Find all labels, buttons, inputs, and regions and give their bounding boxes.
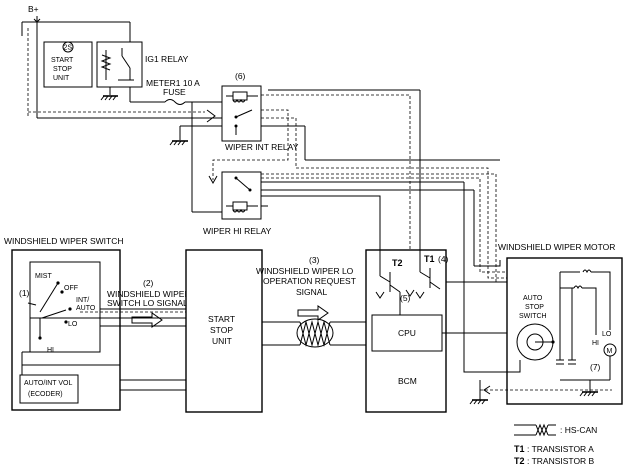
battery-supply: B+: [21, 4, 212, 119]
hi-relay-label: WIPER HI RELAY: [203, 226, 272, 236]
start-stop-top-line1: START: [51, 57, 74, 64]
motor-number: (7): [590, 362, 601, 372]
battery-label: B+: [28, 4, 39, 14]
ig1-relay-label: IG1 RELAY: [145, 54, 189, 64]
start-stop-badge: 2S: [64, 45, 73, 52]
legend-t1-key: T1: [514, 444, 525, 454]
start-stop-main-line1: START: [208, 314, 235, 324]
signal-3-line3: SIGNAL: [296, 287, 327, 297]
t2-label: T2: [392, 258, 403, 268]
signal-3-line2: OPERATION REQUEST: [263, 276, 356, 286]
bcm-label: BCM: [398, 376, 417, 386]
windshield-wiper-motor: WINDSHIELD WIPER MOTOR AUTO STOP SWITCH …: [498, 242, 623, 405]
auto-stop-line1: AUTO: [523, 295, 543, 302]
motor-hi-label: HI: [592, 340, 599, 347]
encoder-label-1: AUTO/INT VOL: [24, 380, 72, 387]
windshield-wiper-switch: WINDSHIELD WIPER SWITCH MIST (1) OFF INT…: [4, 236, 123, 411]
legend-t1-desc: : TRANSISTOR A: [527, 444, 594, 454]
mist-label: MIST: [35, 273, 52, 280]
lo-label: LO: [68, 321, 78, 328]
wiper-hi-relay: WIPER HI RELAY: [203, 171, 272, 236]
signal-2-line1: WINDSHIELD WIPER: [107, 289, 191, 299]
signal-2-number: (2): [143, 278, 154, 288]
auto-stop-line2: STOP: [525, 304, 544, 311]
bcm-module: T2 T1 (4) (5) CPU BCM: [365, 249, 449, 413]
signal-3: (3) WINDSHIELD WIPER LO OPERATION REQUES…: [256, 255, 356, 321]
meter-fuse: METER1 10 A FUSE: [129, 78, 222, 105]
n4-label: (4): [438, 254, 449, 264]
signal-2: (2) WINDSHIELD WIPER SWITCH LO SIGNAL: [107, 278, 191, 328]
legend-hs-can: : HS-CAN: [560, 425, 597, 435]
start-stop-unit-main: START STOP UNIT: [185, 249, 263, 413]
wiper-int-relay: (6) WIPER INT RELAY: [169, 71, 299, 152]
int-relay-number: (6): [235, 71, 246, 81]
hi-label: HI: [47, 347, 54, 354]
signal-3-number: (3): [309, 255, 320, 265]
start-stop-main-line3: UNIT: [212, 336, 232, 346]
hs-can-bus: [262, 318, 366, 348]
wiper-motor-title: WINDSHIELD WIPER MOTOR: [498, 242, 615, 252]
switch-number: (1): [19, 288, 30, 298]
fuse-label-1: METER1 10 A: [146, 78, 200, 88]
auto-stop-line3: SWITCH: [519, 313, 547, 320]
legend: : HS-CAN T1 : TRANSISTOR A T2 : TRANSIST…: [514, 423, 597, 466]
signal-2-line2: SWITCH LO SIGNAL: [107, 298, 188, 308]
start-stop-top-line3: UNIT: [53, 75, 70, 82]
int-relay-label: WIPER INT RELAY: [225, 142, 299, 152]
start-stop-top-line2: STOP: [53, 66, 72, 73]
int-label: INT/: [76, 297, 89, 304]
start-stop-main-line2: STOP: [210, 325, 233, 335]
motor-symbol: M: [607, 348, 613, 355]
signal-3-line1: WINDSHIELD WIPER LO: [256, 266, 354, 276]
ig1-relay: IG1 RELAY: [96, 41, 189, 101]
auto-label: AUTO: [76, 305, 96, 312]
fuse-label-2: FUSE: [163, 87, 186, 97]
n5-label: (5): [400, 293, 411, 303]
legend-t2-desc: : TRANSISTOR B: [527, 456, 595, 466]
wiper-switch-title: WINDSHIELD WIPER SWITCH: [4, 236, 123, 246]
legend-t2-key: T2: [514, 456, 525, 466]
t1-label: T1: [424, 254, 435, 264]
motor-lo-label: LO: [602, 331, 612, 338]
start-stop-unit-top: 2S START STOP UNIT: [43, 41, 93, 88]
off-label: OFF: [64, 285, 78, 292]
cpu-label: CPU: [398, 328, 416, 338]
encoder-label-2: (ECODER): [28, 391, 63, 398]
